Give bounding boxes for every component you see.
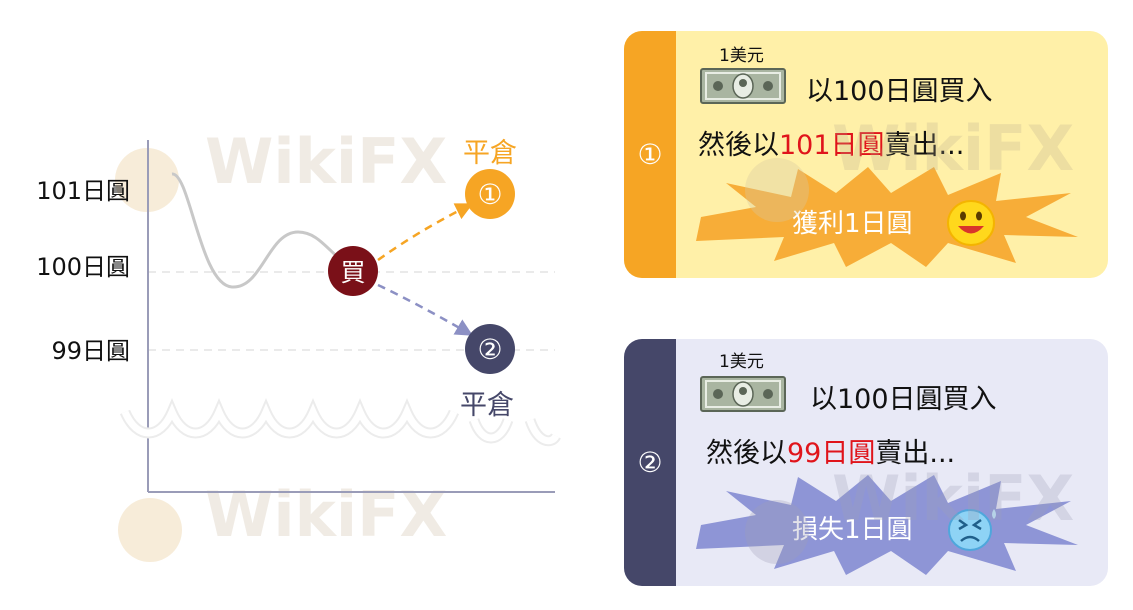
sell-prefix: 然後以 (706, 438, 787, 469)
arrow-to-exit-2 (377, 283, 474, 336)
sell-price: 99日圓 (787, 438, 876, 469)
axis-label-99: 99日圓 (51, 337, 130, 365)
buy-marker (328, 246, 378, 296)
unit-label: 1美元 (719, 46, 764, 66)
exit-1-badge: ① (477, 178, 502, 211)
sell-prefix: 然後以 (698, 130, 779, 161)
sell-text: 然後以99日圓賣出... (706, 431, 955, 470)
price-diagram: 買 ① 平倉 ② 平倉 101日圓 100日圓 99日圓 (36, 138, 561, 493)
sell-suffix: 賣出... (884, 130, 965, 161)
sell-suffix: 賣出... (875, 438, 956, 469)
axis-label-101: 101日圓 (36, 177, 130, 205)
price-curve (171, 172, 353, 289)
arrow-to-exit-1 (377, 203, 474, 262)
axis-break-wave (121, 403, 458, 437)
smiley-icon (947, 200, 995, 246)
axis-break-wave-tail (470, 418, 560, 445)
buy-text: 以100日圓買入 (810, 384, 997, 415)
profit-card: ① 1美元 以100日圓買入 然後以101日圓賣出... 獲利1日圓 (624, 31, 1108, 278)
buy-marker-label: 買 (340, 258, 365, 287)
exit-2-badge: ② (477, 333, 502, 366)
dollar-bill-icon (700, 376, 786, 412)
exit-1-marker (465, 169, 515, 219)
buy-text: 以100日圓買入 (806, 76, 993, 107)
loss-card-number: ② (624, 339, 676, 586)
dollar-bill-icon (700, 68, 786, 104)
loss-card: ② 1美元 以100日圓買入 然後以99日圓賣出... 損失1日圓 (624, 339, 1108, 586)
loss-burst (696, 475, 1078, 575)
axis-label-100: 100日圓 (36, 253, 130, 281)
sad-face-icon (948, 509, 996, 551)
profit-card-number: ① (624, 31, 676, 278)
exit-2-marker (465, 324, 515, 374)
loss-outcome: 損失1日圓 (792, 515, 913, 545)
unit-label: 1美元 (719, 352, 764, 372)
sell-text: 然後以101日圓賣出... (698, 123, 964, 162)
exit-1-label: 平倉 (463, 138, 517, 169)
profit-outcome: 獲利1日圓 (792, 209, 913, 239)
sell-price: 101日圓 (779, 130, 885, 161)
exit-2-label: 平倉 (460, 390, 514, 421)
